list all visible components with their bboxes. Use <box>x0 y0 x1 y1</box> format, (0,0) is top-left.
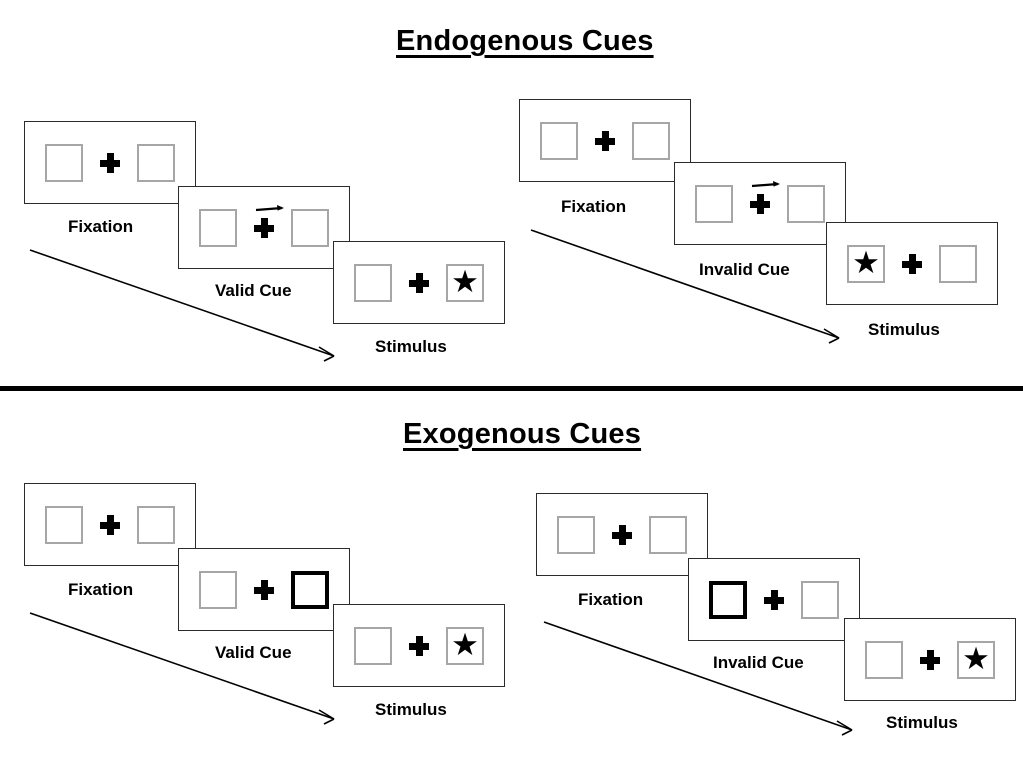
star-target-icon: ★ <box>451 264 479 299</box>
time-flow-arrow-exogenous-invalid <box>543 621 853 736</box>
left-placeholder-box <box>557 515 595 554</box>
panel-content <box>25 143 195 182</box>
fixation-cross-wrap <box>595 130 615 151</box>
fixation-cross-wrap <box>100 514 120 535</box>
time-flow-arrow-endogenous-valid <box>29 249 335 362</box>
caption-exogenous-valid-cue: Valid Cue <box>215 643 292 662</box>
panel-content <box>537 515 707 554</box>
left-placeholder-box <box>354 263 392 302</box>
panel-endogenous-valid-cue[interactable] <box>178 186 350 269</box>
fixation-cross-icon <box>764 589 784 610</box>
caption-endogenous-valid-cue: Valid Cue <box>215 281 292 300</box>
fixation-cross-icon <box>902 253 922 274</box>
right-target-box: ★ <box>957 640 995 679</box>
fixation-cross-icon <box>409 635 429 656</box>
panel-content: ★ <box>845 640 1015 679</box>
star-target-icon: ★ <box>962 641 990 676</box>
caption-exogenous-invalid-cue: Invalid Cue <box>713 653 804 672</box>
panel-content: ★ <box>334 626 504 665</box>
panel-exogenous-invalid-stimulus[interactable]: ★ <box>844 618 1016 701</box>
time-flow-arrow-exogenous-valid <box>29 612 335 725</box>
caption-endogenous-invalid-cue: Invalid Cue <box>699 260 790 279</box>
right-target-box: ★ <box>446 626 484 665</box>
caption-exogenous-valid-stimulus: Stimulus <box>375 700 447 719</box>
caption-exogenous-valid-fixation: Fixation <box>68 580 134 599</box>
fixation-cross-wrap <box>100 152 120 173</box>
panel-content: ★ <box>334 263 504 302</box>
right-placeholder-box <box>632 121 670 160</box>
section-title-exogenous: Exogenous Cues <box>403 418 642 450</box>
fixation-cross-icon <box>100 152 120 173</box>
right-placeholder-box <box>649 515 687 554</box>
caption-endogenous-invalid-stimulus: Stimulus <box>868 320 940 339</box>
panel-endogenous-invalid-fixation[interactable] <box>519 99 691 182</box>
fixation-cross-icon <box>409 272 429 293</box>
caption-exogenous-invalid-fixation: Fixation <box>578 590 644 609</box>
right-cued-box <box>291 570 329 609</box>
panel-exogenous-valid-stimulus[interactable]: ★ <box>333 604 505 687</box>
fixation-cross-icon <box>920 649 940 670</box>
caption-endogenous-invalid-fixation: Fixation <box>561 197 627 216</box>
arrow-right-cue-icon <box>255 204 284 211</box>
fixation-cross-icon <box>100 514 120 535</box>
right-target-box: ★ <box>446 263 484 302</box>
star-target-icon: ★ <box>451 627 479 662</box>
fixation-cross-icon <box>254 217 274 238</box>
fixation-cross-wrap <box>612 524 632 545</box>
panel-content <box>179 570 349 609</box>
left-placeholder-box <box>199 570 237 609</box>
fixation-cross-icon <box>254 579 274 600</box>
panel-exogenous-invalid-fixation[interactable] <box>536 493 708 576</box>
fixation-cross-wrap <box>254 204 284 238</box>
panel-content <box>179 204 349 247</box>
panel-endogenous-invalid-stimulus[interactable]: ★ <box>826 222 998 305</box>
left-placeholder-box <box>354 626 392 665</box>
left-target-box: ★ <box>847 244 885 283</box>
fixation-cross-icon <box>612 524 632 545</box>
caption-exogenous-invalid-stimulus: Stimulus <box>886 713 958 732</box>
right-placeholder-box <box>291 208 329 247</box>
right-placeholder-box <box>801 580 839 619</box>
fixation-cross-wrap <box>750 180 780 214</box>
fixation-cross-wrap <box>409 635 429 656</box>
fixation-cross-icon <box>595 130 615 151</box>
left-placeholder-box <box>865 640 903 679</box>
fixation-cross-wrap <box>764 589 784 610</box>
caption-endogenous-valid-stimulus: Stimulus <box>375 337 447 356</box>
panel-endogenous-valid-fixation[interactable] <box>24 121 196 204</box>
fixation-cross-wrap <box>409 272 429 293</box>
left-placeholder-box <box>199 208 237 247</box>
panel-endogenous-invalid-cue[interactable] <box>674 162 846 245</box>
left-placeholder-box <box>45 143 83 182</box>
panel-content <box>675 180 845 223</box>
fixation-cross-wrap <box>920 649 940 670</box>
panel-exogenous-invalid-cue[interactable] <box>688 558 860 641</box>
left-placeholder-box <box>695 184 733 223</box>
panel-content <box>520 121 690 160</box>
panel-content <box>689 580 859 619</box>
arrow-right-cue-icon <box>751 180 780 187</box>
panel-content: ★ <box>827 244 997 283</box>
left-placeholder-box <box>45 505 83 544</box>
panel-endogenous-valid-stimulus[interactable]: ★ <box>333 241 505 324</box>
right-placeholder-box <box>137 505 175 544</box>
time-flow-arrow-endogenous-invalid <box>530 229 840 344</box>
caption-endogenous-valid-fixation: Fixation <box>68 217 134 236</box>
panel-content <box>25 505 195 544</box>
fixation-cross-wrap <box>902 253 922 274</box>
right-placeholder-box <box>939 244 977 283</box>
section-title-endogenous: Endogenous Cues <box>396 25 654 57</box>
panel-exogenous-valid-fixation[interactable] <box>24 483 196 566</box>
right-placeholder-box <box>137 143 175 182</box>
left-cued-box <box>709 580 747 619</box>
left-placeholder-box <box>540 121 578 160</box>
panel-exogenous-valid-cue[interactable] <box>178 548 350 631</box>
star-target-icon: ★ <box>852 245 880 280</box>
section-divider <box>0 386 1023 391</box>
fixation-cross-wrap <box>254 579 274 600</box>
right-placeholder-box <box>787 184 825 223</box>
fixation-cross-icon <box>750 193 770 214</box>
